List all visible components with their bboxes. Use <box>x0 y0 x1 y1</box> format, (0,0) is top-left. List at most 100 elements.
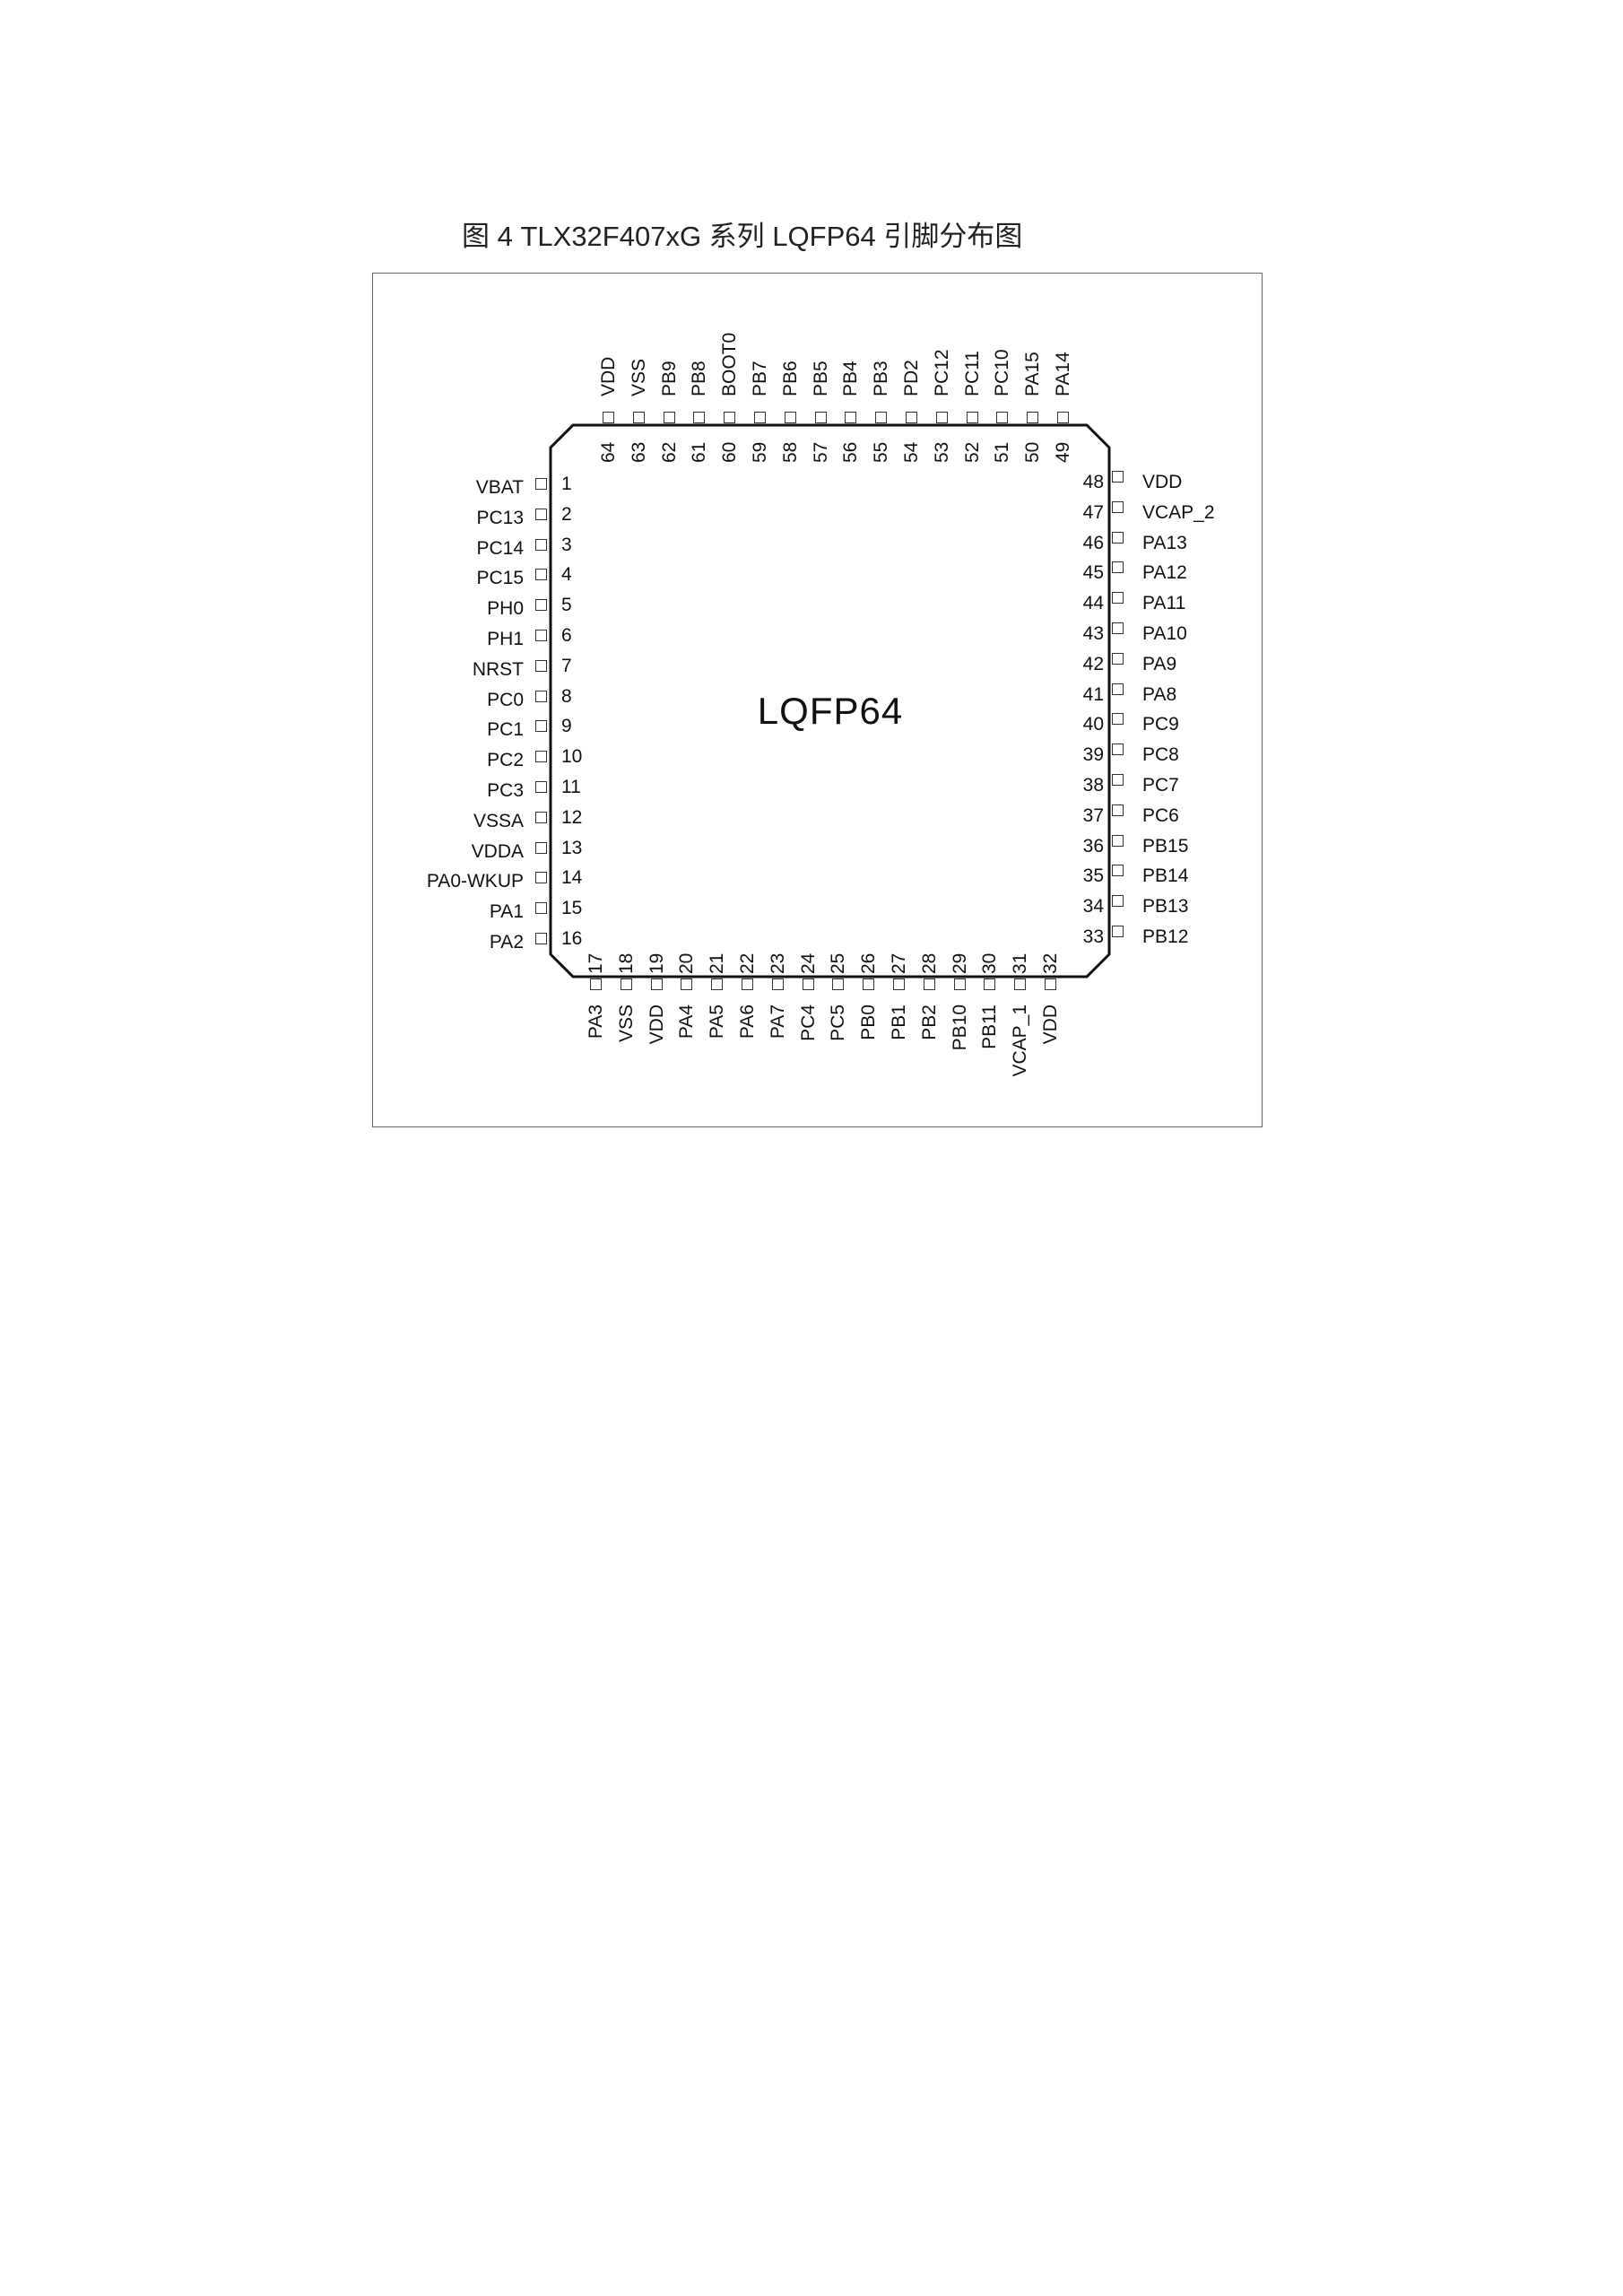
pin-number: 19 <box>646 952 667 974</box>
pin-name: PA11 <box>1142 593 1186 614</box>
pin-pad <box>1112 622 1124 634</box>
pin-number: 5 <box>561 595 572 616</box>
pin-name: PA0-WKUP <box>426 871 524 892</box>
pin-pad <box>535 902 547 915</box>
pin-number: 62 <box>658 441 680 463</box>
pin-pad <box>906 412 917 423</box>
figure-frame <box>372 273 1263 1127</box>
pin-name: PC4 <box>797 1004 819 1041</box>
pin-number: 49 <box>1053 441 1073 463</box>
pin-number: 55 <box>871 441 892 463</box>
pin-name: PA5 <box>707 1004 728 1039</box>
pin-name: PB1 <box>889 1004 909 1040</box>
pin-name: PC9 <box>1142 714 1179 735</box>
pin-name: PA13 <box>1142 532 1187 553</box>
pin-pad <box>953 978 966 990</box>
pin-pad <box>535 811 547 823</box>
pin-number: 22 <box>737 952 758 974</box>
pin-number: 32 <box>1040 952 1061 974</box>
pin-pad <box>650 978 663 990</box>
pin-number: 7 <box>561 655 572 676</box>
pin-name: PC0 <box>487 689 524 710</box>
pin-name: PC13 <box>476 507 524 528</box>
pin-pad <box>1027 412 1039 423</box>
pin-pad <box>875 412 888 423</box>
pin-number: 28 <box>918 952 940 974</box>
pin-number: 3 <box>561 534 572 555</box>
pin-pad <box>1057 412 1069 423</box>
pin-number: 40 <box>1082 714 1104 735</box>
pin-name: VSS <box>628 358 649 396</box>
pin-number: 24 <box>797 952 819 974</box>
pin-number: 43 <box>1082 623 1104 644</box>
pin-pad <box>1112 895 1124 908</box>
pin-name: PA6 <box>737 1004 758 1039</box>
pin-name: VSSA <box>473 810 524 831</box>
pin-name: PC10 <box>992 349 1013 396</box>
pin-pad <box>724 412 736 423</box>
pin-pad <box>535 659 547 672</box>
pin-pad <box>535 720 547 733</box>
pin-name: PB8 <box>689 361 710 396</box>
pin-number: 63 <box>628 441 649 463</box>
pin-number: 13 <box>561 837 583 858</box>
pin-pad <box>1112 804 1124 816</box>
pin-number: 25 <box>828 952 849 974</box>
pin-pad <box>535 781 547 793</box>
pin-name: VDD <box>646 1004 667 1045</box>
pin-name: VDD <box>1142 472 1183 492</box>
pin-number: 38 <box>1082 775 1104 796</box>
pin-name: PB3 <box>871 361 892 396</box>
pin-name: PB7 <box>750 361 770 396</box>
pin-number: 8 <box>561 685 572 707</box>
pin-pad <box>1112 713 1124 726</box>
pin-number: 64 <box>598 441 619 463</box>
pin-pad <box>620 978 632 990</box>
pin-name: PH0 <box>487 598 524 620</box>
pin-name: PB10 <box>949 1004 970 1051</box>
pin-pad <box>681 978 693 990</box>
pin-number: 16 <box>561 928 583 949</box>
pin-pad <box>1112 834 1124 847</box>
pin-pad <box>1112 926 1124 937</box>
pin-pad <box>535 933 547 944</box>
pin-pad <box>784 412 796 423</box>
pin-number: 53 <box>931 441 952 463</box>
package-label: LQFP64 <box>757 690 904 732</box>
pin-name: PA8 <box>1142 683 1177 705</box>
pin-name: NRST <box>472 658 524 680</box>
pin-name: PD2 <box>901 360 922 396</box>
pin-pad <box>535 599 547 612</box>
pin-number: 61 <box>689 441 710 463</box>
pin-name: PA9 <box>1142 653 1177 674</box>
pin-name: VDD <box>1040 1004 1061 1045</box>
pin-name: PC5 <box>828 1004 849 1041</box>
pin-pad <box>1112 592 1124 604</box>
pin-number: 56 <box>840 441 862 463</box>
pin-pad <box>535 751 547 763</box>
pin-pad <box>935 412 948 423</box>
pin-pad <box>535 841 547 854</box>
pin-number: 41 <box>1082 683 1104 705</box>
pin-name: PC11 <box>961 351 983 396</box>
pin-pad <box>603 412 614 423</box>
pin-name: PB11 <box>979 1004 1001 1049</box>
pin-number: 57 <box>810 441 831 463</box>
pin-pad <box>845 412 857 423</box>
pin-pad <box>1045 978 1056 990</box>
pin-number: 14 <box>561 867 583 889</box>
pin-number: 2 <box>561 503 572 525</box>
pin-pad <box>814 412 827 423</box>
pin-number: 11 <box>561 777 581 797</box>
pin-name: PB5 <box>810 361 831 396</box>
pin-number: 10 <box>561 746 583 768</box>
pin-name: PC2 <box>487 750 524 771</box>
pin-name: PA14 <box>1053 352 1073 396</box>
pin-pad <box>1112 865 1124 877</box>
pin-pad <box>535 508 547 520</box>
pin-name: PA3 <box>586 1004 606 1039</box>
pin-pad <box>1112 744 1124 756</box>
pin-pad <box>693 412 706 423</box>
pin-number: 51 <box>992 441 1013 463</box>
